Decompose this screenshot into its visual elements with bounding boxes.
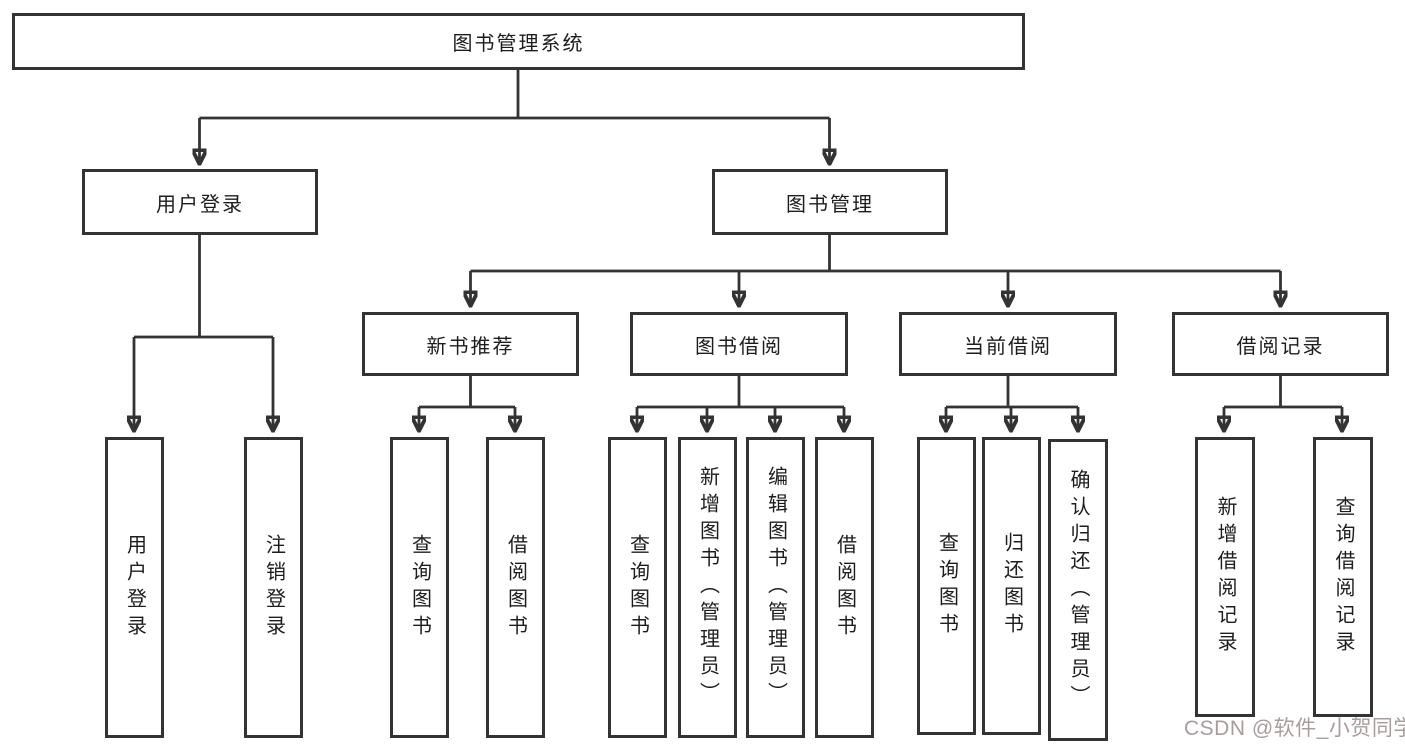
node-user-login: 用户登录 — [105, 437, 164, 738]
watermark: CSDN @软件_小贺同学 — [1184, 717, 1405, 740]
node-book-borrowing: 图书借阅 — [630, 312, 848, 376]
node-current-borrowing: 当前借阅 — [899, 312, 1117, 376]
node-borrowing-records: 借阅记录 — [1172, 312, 1389, 376]
node-confirm-return-admin: 确认归还（管理员） — [1048, 439, 1108, 741]
node-query-books-1: 查询图书 — [390, 437, 449, 738]
node-borrow-books-1: 借阅图书 — [486, 437, 545, 738]
node-query-books-3: 查询图书 — [917, 437, 976, 735]
node-logout-login: 注销登录 — [244, 437, 303, 738]
node-edit-books-admin: 编辑图书（管理员） — [746, 437, 805, 738]
node-query-books-2: 查询图书 — [608, 437, 667, 738]
node-return-books: 归还图书 — [982, 437, 1041, 735]
node-query-borrow-record: 查询借阅记录 — [1313, 437, 1373, 717]
node-user-login-branch: 用户登录 — [82, 169, 318, 235]
node-add-books-admin: 新增图书（管理员） — [678, 437, 737, 738]
node-borrow-books-2: 借阅图书 — [815, 437, 874, 738]
node-library-management-system: 图书管理系统 — [12, 13, 1025, 70]
node-book-management-branch: 图书管理 — [712, 169, 948, 235]
node-add-borrow-record: 新增借阅记录 — [1195, 437, 1255, 717]
node-new-book-recommendation: 新书推荐 — [362, 312, 579, 376]
